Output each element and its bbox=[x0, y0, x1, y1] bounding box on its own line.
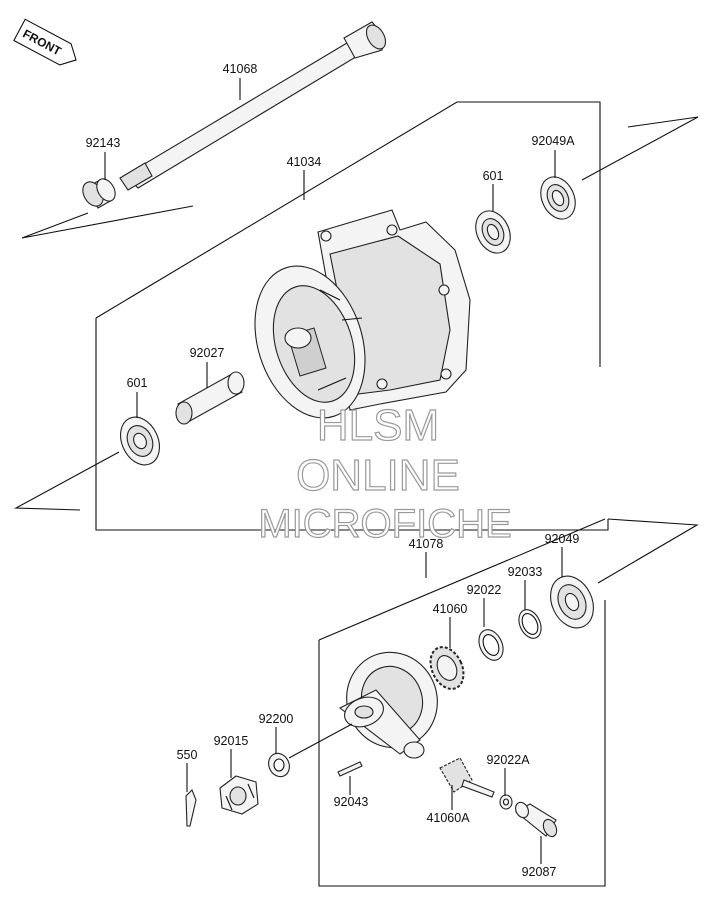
part-label-pinion: 41060A bbox=[426, 811, 470, 825]
bushing-part bbox=[515, 801, 558, 838]
part-label-bearing-left: 601 bbox=[127, 376, 148, 390]
pin-part bbox=[337, 761, 363, 777]
part-label-seal-upper: 92049A bbox=[531, 134, 575, 148]
leader-lines bbox=[104, 78, 563, 864]
bearing-right-part bbox=[475, 210, 511, 254]
cotter-pin-part bbox=[185, 789, 197, 827]
oil-seal-lower-part bbox=[550, 575, 594, 629]
speedometer-gear-part bbox=[429, 646, 465, 690]
axle-part bbox=[119, 21, 387, 191]
small-washer-part bbox=[499, 794, 513, 810]
collar-part bbox=[82, 178, 116, 209]
part-label-bushing: 92087 bbox=[522, 865, 557, 879]
part-label-spacer: 92027 bbox=[190, 346, 225, 360]
part-label-circlip: 92033 bbox=[508, 565, 543, 579]
part-label-washer-small: 92022A bbox=[486, 753, 530, 767]
castle-nut-part bbox=[219, 775, 259, 815]
watermark-line1: HLSM bbox=[317, 401, 439, 450]
oil-seal-upper-part bbox=[540, 176, 576, 220]
part-label-washer-axle: 92200 bbox=[259, 712, 294, 726]
axle-washer-part bbox=[268, 752, 290, 778]
part-label-collar: 92143 bbox=[86, 136, 121, 150]
part-label-cotter-pin: 550 bbox=[177, 748, 198, 762]
part-label-washer-upper: 92022 bbox=[467, 583, 502, 597]
part-label-nut: 92015 bbox=[214, 734, 249, 748]
watermark: HLSM ONLINE MICROFICHE bbox=[258, 400, 513, 546]
part-label-gear-housing: 41078 bbox=[409, 537, 444, 551]
watermark-line2: ONLINE bbox=[296, 451, 460, 500]
pinion-gear-part bbox=[439, 757, 495, 798]
bearing-left-part bbox=[120, 416, 160, 466]
hub-group-frame bbox=[13, 101, 699, 584]
part-label-hub: 41034 bbox=[287, 155, 322, 169]
spacer-part bbox=[175, 371, 245, 425]
washer-upper-part bbox=[478, 629, 504, 661]
gear-group-frame bbox=[318, 518, 606, 887]
circlip-part bbox=[518, 609, 542, 639]
watermark-line3: MICROFICHE bbox=[258, 502, 511, 546]
part-label-speedo-gear: 41060 bbox=[433, 602, 468, 616]
part-labels: 41068 92143 41034 92049A 601 92027 601 4… bbox=[86, 62, 580, 879]
gear-housing-part bbox=[338, 651, 438, 759]
wheel-hub-part bbox=[254, 209, 471, 419]
front-direction-badge: FRONT bbox=[13, 18, 77, 66]
part-label-seal-lower: 92049 bbox=[545, 532, 580, 546]
part-label-axle: 41068 bbox=[223, 62, 258, 76]
part-label-pin: 92043 bbox=[334, 795, 369, 809]
part-label-bearing-right: 601 bbox=[483, 169, 504, 183]
